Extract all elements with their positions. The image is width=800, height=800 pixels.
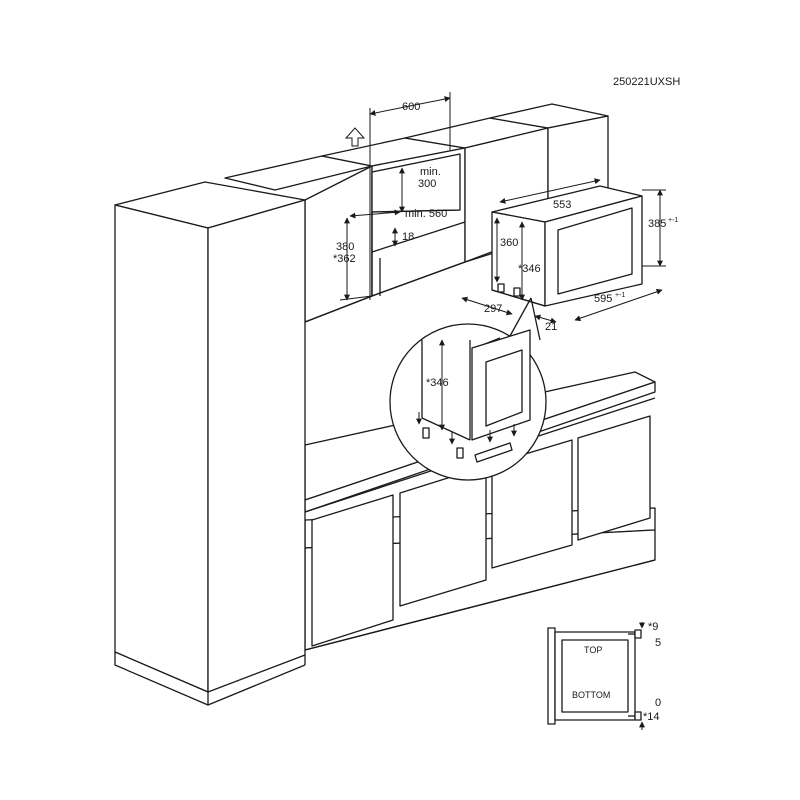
dim-362: *362: [333, 253, 356, 265]
tall-cabinet: [114, 181, 306, 706]
dim-380: 380: [336, 241, 354, 253]
dim-min-300: 300: [418, 178, 436, 190]
dim-detail-346: *346: [426, 377, 449, 389]
dim-553: 553: [553, 199, 571, 211]
base-cabinets: [304, 415, 656, 651]
dim-297: 297: [484, 303, 502, 315]
dim-595: 595: [594, 293, 612, 305]
detail-circle: [389, 297, 547, 481]
dim-right-0: 0: [655, 697, 661, 709]
dim-min-560: min. 560: [405, 208, 447, 220]
base-cabinet-door-3: [491, 439, 573, 569]
dim-right-14: *14: [643, 711, 660, 723]
dim-360: 360: [500, 237, 518, 249]
niche-housing: [321, 137, 466, 297]
dim-385: 385: [648, 218, 666, 230]
microwave-appliance: [491, 185, 643, 307]
dim-right-5: 5: [655, 637, 661, 649]
dim-18: 18: [402, 231, 414, 243]
product-code: 250221UXSH: [613, 76, 680, 88]
frame-section-detail: [547, 627, 642, 725]
dim-595-tol: +-1: [615, 292, 625, 299]
frame-label-top: TOP: [584, 645, 602, 655]
dim-385-tol: +-1: [668, 217, 678, 224]
dim-min-label: min.: [420, 166, 441, 178]
dim-346: *346: [518, 263, 541, 275]
dim-21: 21: [545, 321, 557, 333]
frame-label-bottom: BOTTOM: [572, 690, 610, 700]
base-cabinet-door-4: [577, 415, 651, 541]
dim-niche-width: 600: [402, 101, 420, 113]
dim-right-9: *9: [648, 621, 658, 633]
base-cabinet-door-1: [311, 494, 394, 647]
